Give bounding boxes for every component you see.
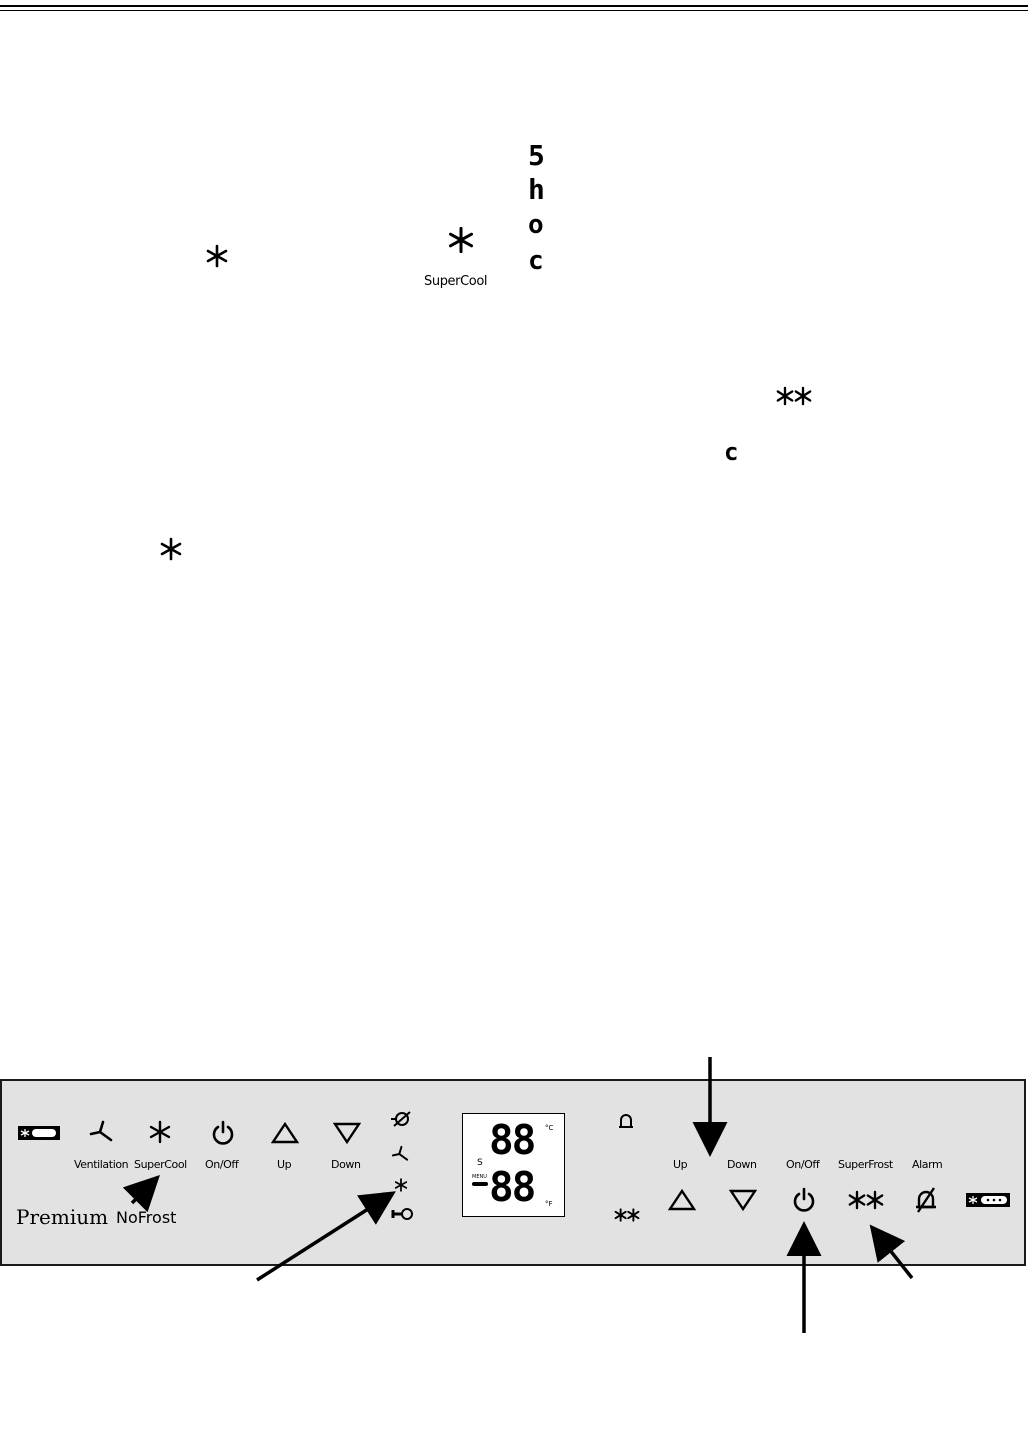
label-onoff-left: On/Off: [205, 1158, 239, 1171]
label-up-right: Up: [673, 1158, 688, 1171]
freezer-status-icon: [614, 1208, 640, 1222]
lcd-unit-celsius: °C: [545, 1124, 554, 1132]
freezer-compartment-icon: [966, 1193, 1010, 1207]
lcd-display: 88 88 °C °F S MENU: [462, 1113, 565, 1217]
alarm-off-status-icon: [391, 1111, 411, 1127]
supercool-asterisk-icon: [448, 226, 474, 254]
header-rule-thin: [0, 10, 1028, 11]
label-ventilation: Ventilation: [74, 1158, 129, 1171]
alarm-off-button[interactable]: [912, 1186, 940, 1214]
lcd-s-label: S: [477, 1158, 483, 1168]
segment-letter-c-lower: c: [724, 438, 739, 466]
lcd-menu-label: MENU: [472, 1174, 487, 1180]
brand-nofrost: NoFrost: [116, 1208, 177, 1227]
callout-arrows: [122, 1057, 914, 1333]
asterisk-icon: [160, 537, 182, 561]
superfrost-button[interactable]: [848, 1190, 884, 1210]
supercool-button-icon[interactable]: [148, 1120, 172, 1144]
label-alarm: Alarm: [912, 1158, 943, 1171]
triangle-up-icon[interactable]: [271, 1122, 299, 1144]
lcd-unit-fahrenheit: °F: [545, 1200, 553, 1208]
freezer-power-button[interactable]: [791, 1187, 817, 1213]
label-superfrost: SuperFrost: [838, 1158, 893, 1171]
label-down-left: Down: [331, 1158, 361, 1171]
lcd-bottom-digits: 88: [489, 1163, 536, 1211]
triangle-down-icon[interactable]: [333, 1122, 361, 1144]
supercool-caption: SuperCool: [424, 274, 488, 289]
lcd-menu-bar: [472, 1182, 488, 1186]
freezer-down-button[interactable]: [729, 1189, 757, 1211]
segment-letter-c: c: [528, 246, 544, 276]
asterisk-icon: [206, 244, 228, 268]
brand-premium: Premium: [16, 1205, 109, 1229]
label-down-right: Down: [727, 1158, 757, 1171]
header-rule-thick: [0, 5, 1028, 7]
segment-letter-s: 5: [528, 139, 545, 172]
double-asterisk-icon: [776, 386, 812, 406]
supercool-status-icon: [394, 1178, 408, 1192]
label-up-left: Up: [277, 1158, 292, 1171]
freezer-up-button[interactable]: [668, 1189, 696, 1211]
power-icon[interactable]: [210, 1120, 236, 1146]
lcd-top-digits: 88: [489, 1116, 536, 1164]
segment-letter-o: o: [528, 210, 544, 240]
fan-icon[interactable]: [87, 1118, 115, 1146]
bell-icon: [619, 1114, 633, 1128]
label-onoff-right: On/Off: [786, 1158, 820, 1171]
fridge-compartment-icon: [18, 1126, 60, 1140]
ventilation-status-icon: [391, 1145, 409, 1161]
segment-letter-h: h: [528, 173, 545, 206]
label-supercool: SuperCool: [134, 1158, 187, 1171]
